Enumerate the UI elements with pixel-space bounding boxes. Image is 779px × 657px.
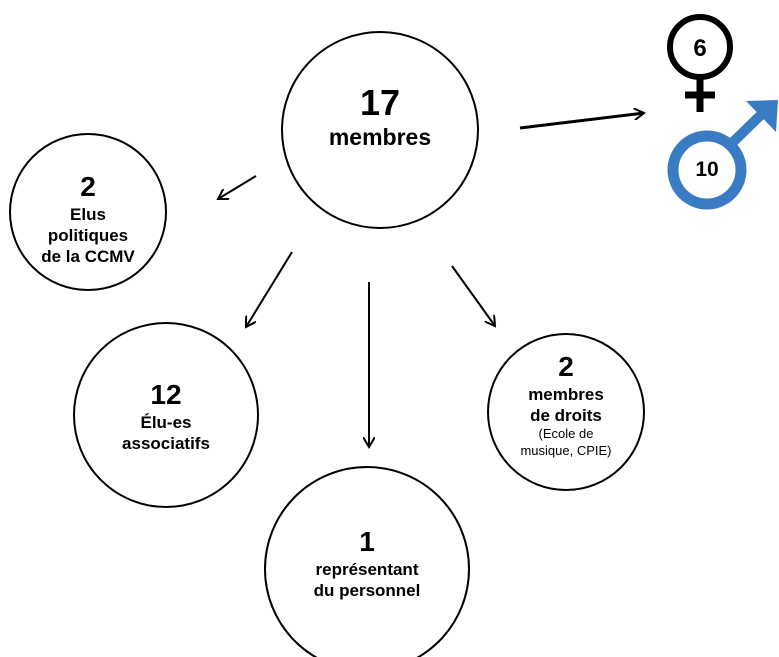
representant-label: 1 représentant du personnel (287, 525, 447, 601)
elus-associatifs-circle (73, 322, 259, 508)
male-symbol-icon (667, 100, 778, 210)
membres-droits-circle (487, 333, 645, 491)
membres-droits-note-2: musique, CPIE) (520, 442, 612, 458)
elus-politiques-line-2: politiques (47, 225, 129, 245)
arrow-to-membres-droits (451, 265, 495, 326)
elus-associatifs-line-1: Élu-es (140, 412, 192, 432)
female-symbol-icon (667, 14, 733, 112)
arrow-to-elus-associatifs (246, 251, 293, 327)
center-label: 17 membres (300, 82, 460, 152)
arrow-to-elus-politiques (218, 175, 257, 199)
elus-associatifs-number: 12 (150, 379, 182, 410)
male-count: 10 (695, 158, 719, 181)
center-circle (281, 31, 479, 229)
membres-droits-note-1: (Ecole de (538, 426, 594, 442)
elus-politiques-number: 2 (80, 171, 96, 202)
elus-politiques-label: 2 Elus politiques de la CCMV (18, 170, 158, 267)
female-count: 6 (693, 35, 707, 62)
elus-associatifs-label: 12 Élu-es associatifs (86, 378, 246, 454)
elus-associatifs-line-2: associatifs (122, 433, 210, 453)
center-number: 17 (359, 82, 401, 123)
representant-line-1: représentant (315, 559, 419, 579)
membres-droits-label: 2 membres de droits (Ecole de musique, C… (491, 350, 641, 460)
membres-droits-number: 2 (558, 351, 574, 382)
membres-droits-line-1: membres (528, 384, 604, 404)
representant-line-2: du personnel (313, 580, 421, 600)
elus-politiques-circle (9, 133, 167, 291)
representant-circle (264, 466, 470, 657)
representant-number: 1 (359, 526, 375, 557)
membres-droits-line-2: de droits (530, 405, 602, 425)
arrow-to-gender (519, 113, 644, 130)
center-members-label: membres (328, 124, 432, 151)
elus-politiques-line-3: de la CCMV (41, 247, 135, 267)
elus-politiques-line-1: Elus (70, 204, 106, 224)
